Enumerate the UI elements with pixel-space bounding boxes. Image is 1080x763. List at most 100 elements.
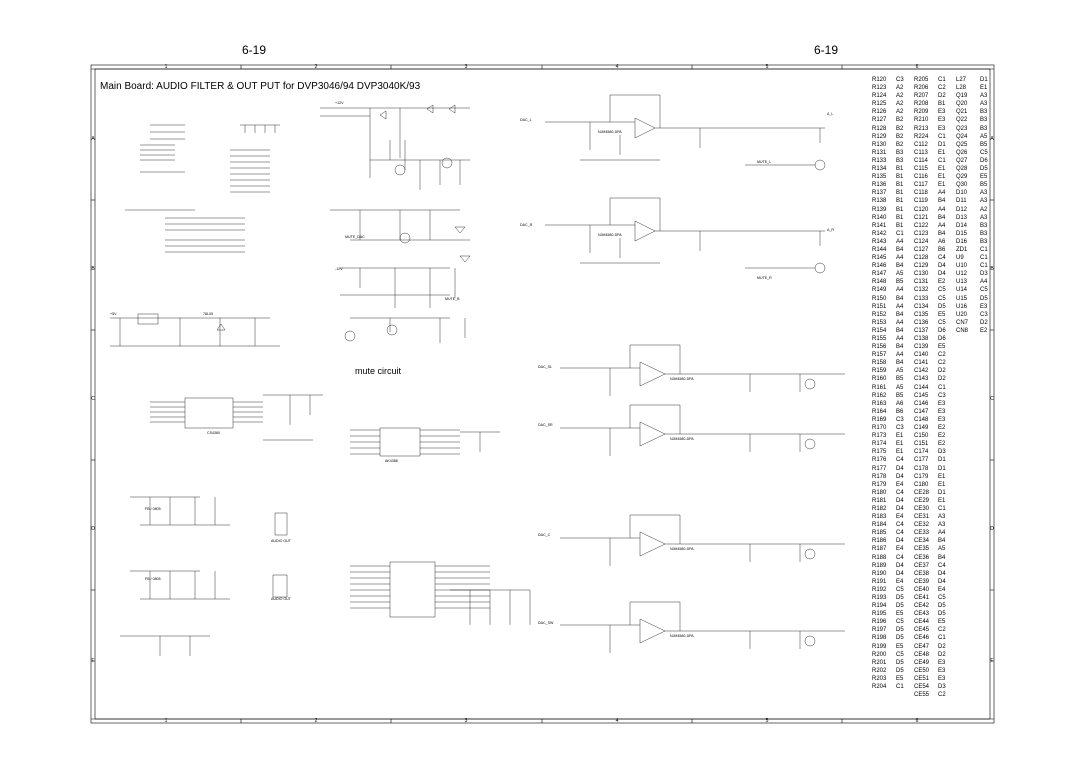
reference-designator: R154 bbox=[872, 327, 887, 334]
reference-designator: R147 bbox=[872, 271, 887, 278]
regulator-label: 78L05 bbox=[203, 312, 213, 316]
reference-designator: R126 bbox=[872, 109, 887, 116]
reference-designator: U16 bbox=[956, 303, 968, 310]
reference-designator: R148 bbox=[872, 279, 887, 286]
grid-location: B3 bbox=[896, 149, 904, 156]
reference-designator: C112 bbox=[914, 141, 928, 148]
grid-location: D1 bbox=[938, 457, 946, 464]
reference-designator: Q28 bbox=[956, 166, 968, 173]
reference-designator: R169 bbox=[872, 416, 887, 423]
reference-designator: L27 bbox=[956, 77, 967, 83]
reference-designator: R175 bbox=[872, 449, 887, 456]
reference-designator: R159 bbox=[872, 368, 887, 375]
mute-b-label: MUTE_B bbox=[445, 297, 460, 301]
grid-location: E5 bbox=[896, 643, 904, 650]
grid-location: B4 bbox=[896, 327, 904, 334]
grid-location: C1 bbox=[980, 255, 988, 262]
reference-designator: C151 bbox=[914, 441, 929, 448]
reference-designator: CE44 bbox=[914, 619, 930, 626]
reference-designator: R163 bbox=[872, 400, 887, 407]
reference-designator: R192 bbox=[872, 586, 887, 593]
grid-location: A4 bbox=[896, 303, 904, 310]
dac-sr-label: DAC_SR bbox=[538, 423, 553, 427]
grid-col-1-bottom: 1 bbox=[165, 718, 168, 724]
grid-location: E5 bbox=[980, 174, 988, 181]
grid-location: D2 bbox=[938, 368, 946, 375]
reference-designator: C114 bbox=[914, 157, 928, 164]
reference-designator: C143 bbox=[914, 376, 929, 383]
reference-designator: C129 bbox=[914, 263, 929, 270]
grid-location: C4 bbox=[896, 522, 904, 529]
reference-designator: C128 bbox=[914, 255, 929, 262]
grid-location: B1 bbox=[896, 198, 904, 205]
grid-location: A4 bbox=[896, 319, 904, 326]
grid-location: D5 bbox=[980, 166, 988, 173]
grid-location: C4 bbox=[896, 489, 904, 496]
grid-location: B3 bbox=[980, 230, 988, 237]
grid-location: A4 bbox=[938, 206, 946, 213]
reference-designator: C131 bbox=[914, 279, 929, 286]
reference-designator: R157 bbox=[872, 352, 887, 359]
grid-location: B3 bbox=[980, 125, 988, 132]
reference-designator: C138 bbox=[914, 336, 929, 342]
grid-location: E5 bbox=[896, 611, 904, 618]
grid-row-c: C bbox=[91, 396, 95, 402]
reference-designator: R190 bbox=[872, 570, 887, 577]
grid-location: D4 bbox=[896, 538, 904, 545]
grid-location: B1 bbox=[896, 190, 904, 197]
reference-designator: CE39 bbox=[914, 578, 930, 585]
reference-designator: C116 bbox=[914, 174, 928, 181]
reference-designator: R177 bbox=[872, 465, 887, 472]
reference-designator: R150 bbox=[872, 295, 887, 302]
grid-location: D4 bbox=[896, 562, 904, 569]
reference-designator: U20 bbox=[956, 311, 968, 318]
reference-designator: CE48 bbox=[914, 651, 930, 658]
grid-location: B5 bbox=[896, 376, 904, 383]
reference-designator: C140 bbox=[914, 352, 929, 359]
grid-row-b-right: B bbox=[990, 266, 994, 272]
grid-location: C1 bbox=[938, 77, 946, 83]
reference-designator: U9 bbox=[956, 255, 964, 262]
grid-location: A3 bbox=[980, 190, 988, 197]
reference-designator: U14 bbox=[956, 287, 968, 294]
reference-designator: CE34 bbox=[914, 538, 930, 545]
grid-location: E1 bbox=[938, 182, 946, 189]
grid-row-e-right: E bbox=[990, 658, 994, 664]
grid-location: D4 bbox=[896, 505, 904, 512]
grid-location: D1 bbox=[938, 489, 946, 496]
